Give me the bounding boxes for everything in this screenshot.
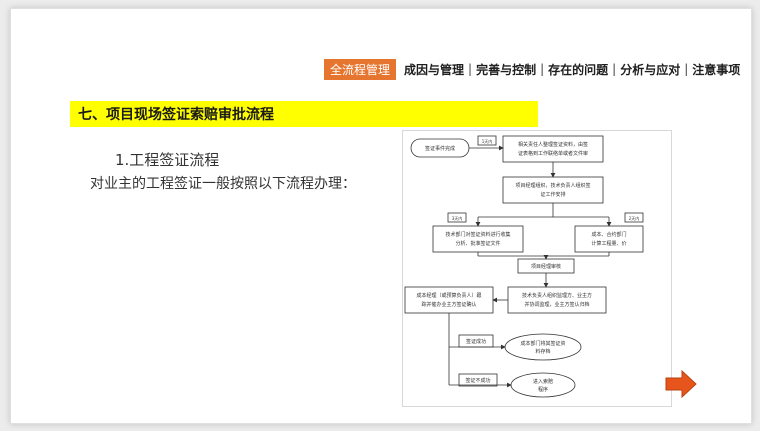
flow-node-manager (502, 176, 604, 204)
flow-node-tech-owner (507, 286, 607, 314)
flow-node-cost (574, 225, 644, 253)
description-text: 对业主的工程签证一般按照以下流程办理： (90, 176, 356, 192)
flow-text-manager-1: 项目经理组织，技术负责人组织签 (515, 182, 590, 189)
flow-text-success: 签证成功 (466, 338, 486, 345)
top-navigation: 全流程管理 成因与管理 | 完善与控制 | 存在的问题 | 分析与应对 | 注意… (324, 58, 741, 80)
flowchart-diagram: 签证事件完成 1天内 相关责任人整理签证资料，由签 证表格到工作联络单或者文件审… (404, 135, 644, 398)
flow-text-tag3: 2天内 (629, 215, 640, 221)
nav-separator: | (468, 62, 473, 76)
flow-text-start: 签证事件完成 (425, 145, 455, 152)
nav-separator: | (612, 62, 617, 76)
nav-item-problems[interactable]: 存在的问题 (548, 62, 609, 77)
nav-item-full-process[interactable]: 全流程管理 (324, 58, 397, 80)
flow-tag (458, 373, 498, 387)
next-arrow-icon[interactable] (664, 369, 698, 399)
flow-text-tech-owner-2: 并协调监理，业主方签认归档 (524, 301, 589, 308)
nav-item-causes[interactable]: 成因与管理 (404, 62, 465, 77)
flow-text-claim-1: 进入索赔 (533, 378, 553, 385)
nav-item-analysis[interactable]: 分析与应对 (620, 62, 681, 77)
flow-tag (624, 212, 644, 223)
flow-text-owner-1: 成本经理（或预算负责人）跟 (416, 292, 481, 299)
flow-text-pm-review: 项目经理审核 (531, 263, 561, 270)
flow-text-owner-2: 踪并催办业主方签证确认 (421, 301, 476, 308)
flow-text-archive-1: 成本部门将其签证资 (520, 340, 565, 347)
flow-text-tag1: 1天内 (482, 138, 493, 144)
flow-text-collect-1: 相关责任人整理签证资料，由签 (518, 141, 588, 148)
section-title: 七、项目现场签证索赔审批流程 (70, 101, 538, 127)
flow-tag (447, 212, 467, 223)
flow-text-cost-2: 计算工程量、价 (591, 240, 626, 247)
flow-node-owner (404, 286, 494, 314)
flow-text-claim-2: 程序 (538, 386, 548, 393)
flow-text-tech-owner-1: 技术负责人组织监理方、业主方 (522, 292, 592, 299)
flow-node-claim (510, 372, 576, 398)
flow-node-collect (502, 135, 604, 163)
flow-text-tag2: 3天内 (452, 215, 463, 221)
flow-node-tech (432, 225, 524, 253)
flow-tag (477, 135, 497, 146)
flow-text-collect-2: 证表格到工作联络单或者文件审 (518, 150, 588, 157)
flow-text-fail: 签证不成功 (465, 377, 490, 384)
flow-text-tech-2: 分析、批准签证文件 (455, 240, 500, 247)
flowchart-image: 签证事件完成 1天内 相关责任人整理签证资料，由签 证表格到工作联络单或者文件审… (402, 130, 672, 407)
flow-text-cost-1: 成本、合约部门 (591, 231, 626, 238)
flow-text-manager-2: 证工作安排 (540, 191, 565, 198)
nav-item-notes[interactable]: 注意事项 (692, 62, 741, 77)
flow-text-tech-1: 技术部门对签证资料进行收集 (445, 231, 510, 238)
nav-separator: | (540, 62, 545, 76)
nav-item-improve[interactable]: 完善与控制 (476, 62, 537, 77)
flow-node-archive (504, 333, 582, 361)
nav-separator: | (684, 62, 689, 76)
subheading: 1.工程签证流程 (115, 151, 220, 169)
flow-text-archive-2: 料存档 (535, 348, 550, 355)
